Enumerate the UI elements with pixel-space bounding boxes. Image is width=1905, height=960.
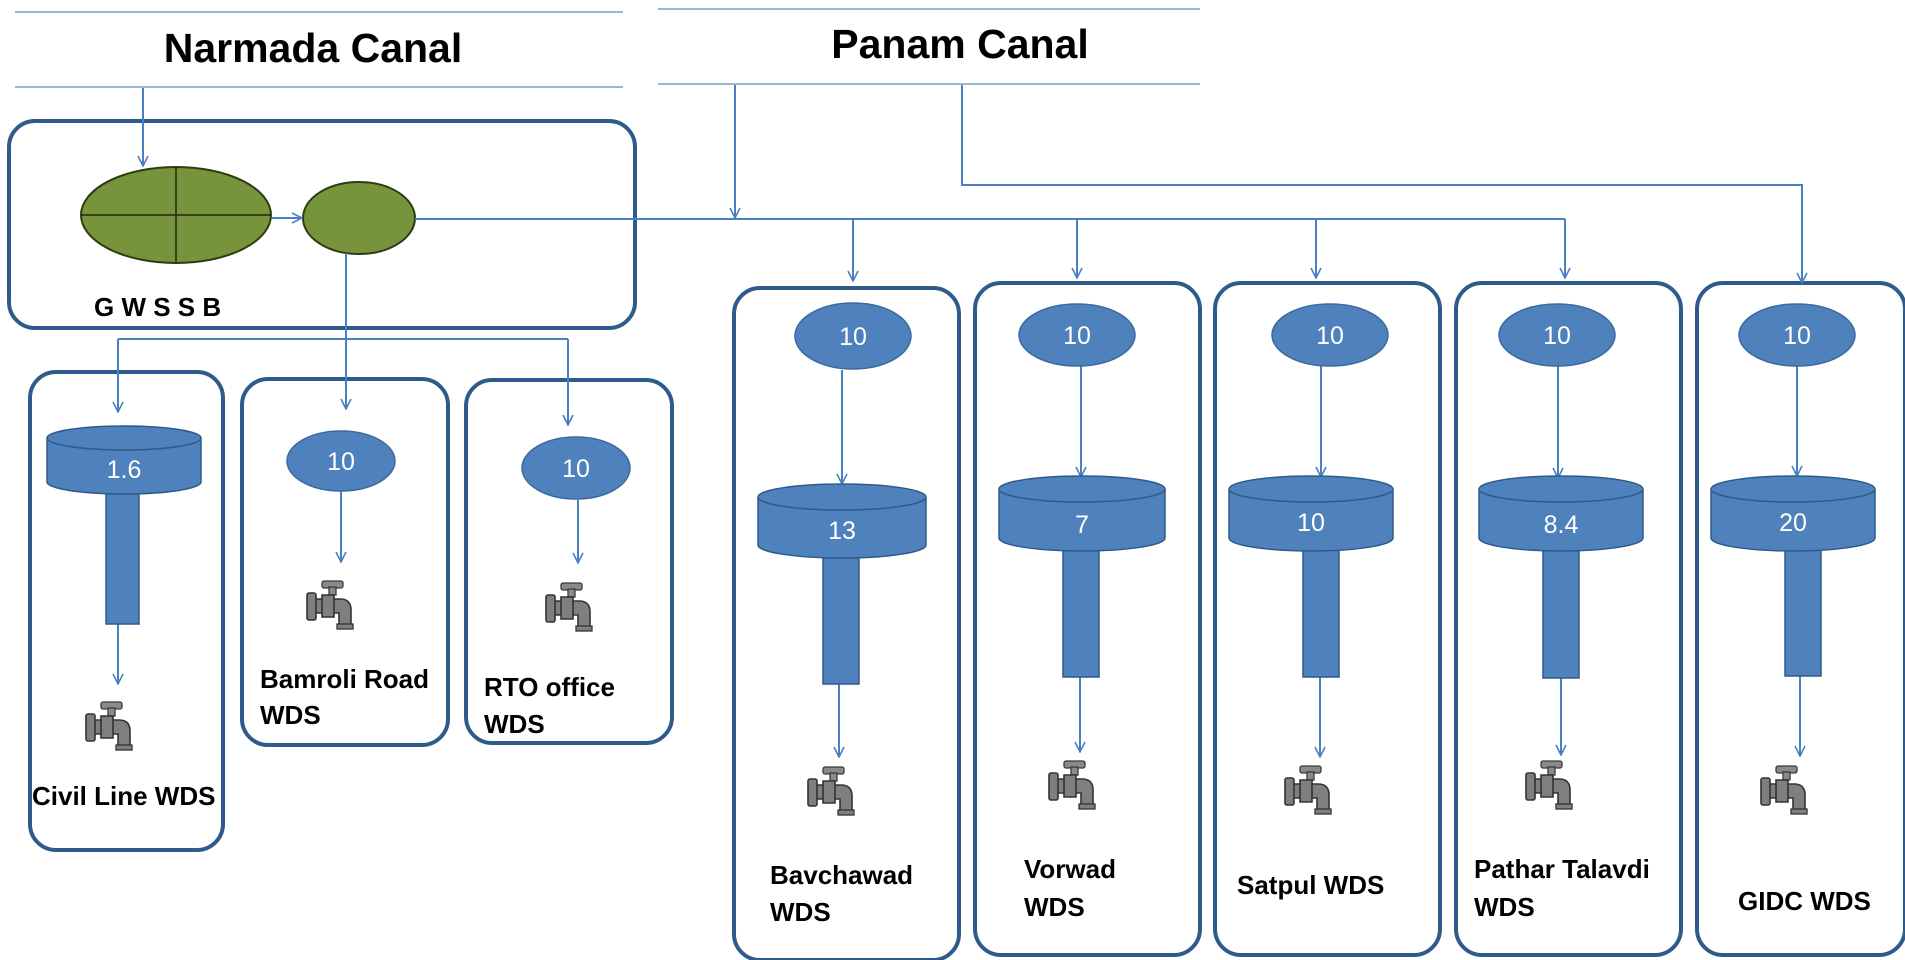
elevated-tank-icon: 20: [1710, 475, 1876, 677]
pipe-network: [118, 85, 1802, 757]
vorwad-label-line2: WDS: [1024, 892, 1085, 922]
bavchawad-label-line2: WDS: [770, 897, 831, 927]
gidc-station: 10 20 GIDC WDS: [1710, 303, 1876, 916]
elevated-tank-icon: 7: [998, 475, 1166, 678]
gidc-label: GIDC WDS: [1738, 886, 1871, 916]
satpul-station: 10 10 Satpul WDS: [1228, 303, 1394, 900]
bamroli-label-line2: WDS: [260, 700, 321, 730]
rto-office-station: 10 RTO office WDS: [484, 436, 631, 739]
civil-line-tank-value: 1.6: [107, 456, 142, 484]
civil-line-label: Civil Line WDS: [32, 781, 215, 811]
sump-oval-icon: [286, 430, 396, 492]
pathar-tank-value: 8.4: [1544, 511, 1579, 539]
gidc-tank-value: 20: [1779, 509, 1807, 537]
sump-oval-icon: [521, 436, 631, 500]
elevated-tank-icon: 13: [757, 483, 927, 685]
bamroli-sump-value: 10: [327, 448, 355, 476]
treatment-plant-icon: [80, 166, 272, 264]
satpul-sump-value: 10: [1316, 322, 1344, 350]
civil-line-station: 1.6 Civil Line WDS: [32, 425, 215, 811]
pathar-label-line1: Pathar Talavdi: [1474, 854, 1650, 884]
pathar-label-line2: WDS: [1474, 892, 1535, 922]
vorwad-sump-value: 10: [1063, 322, 1091, 350]
pathar-sump-value: 10: [1543, 322, 1571, 350]
gidc-sump-value: 10: [1783, 322, 1811, 350]
narmada-canal-title: Narmada Canal: [164, 25, 463, 71]
sump-oval-icon: [1018, 303, 1136, 367]
rto-label-line2: WDS: [484, 709, 545, 739]
bavchawad-station: 10 13 Bavchawad WDS: [757, 302, 927, 927]
satpul-label: Satpul WDS: [1237, 870, 1384, 900]
narmada-canal-header: Narmada Canal: [15, 11, 623, 88]
sump-oval-icon: [1498, 303, 1616, 367]
satpul-tank-value: 10: [1297, 509, 1325, 537]
sump-oval-icon: [1271, 303, 1389, 367]
elevated-tank-icon: 10: [1228, 475, 1394, 678]
bavchawad-label-line1: Bavchawad: [770, 860, 913, 890]
vorwad-tank-value: 7: [1075, 511, 1089, 539]
bavchawad-sump-value: 10: [839, 323, 867, 351]
elevated-tank-icon: 8.4: [1478, 475, 1644, 679]
bamroli-road-station: 10 Bamroli Road WDS: [260, 430, 429, 730]
clear-water-reservoir-icon: [302, 181, 416, 255]
vorwad-station: 10 7 Vorwad WDS: [998, 303, 1166, 922]
vorwad-label-line1: Vorwad: [1024, 854, 1116, 884]
pathar-talavdi-station: 10 8.4 Pathar Talavdi WDS: [1474, 303, 1650, 922]
sump-oval-icon: [1738, 303, 1856, 367]
sump-oval-icon: [794, 302, 912, 370]
gwssb-label: G W S S B: [94, 292, 221, 322]
elevated-tank-icon: 1.6: [46, 425, 202, 625]
rto-sump-value: 10: [562, 455, 590, 483]
rto-label-line1: RTO office: [484, 672, 615, 702]
panam-canal-title: Panam Canal: [831, 21, 1089, 67]
panam-canal-header: Panam Canal: [658, 8, 1200, 85]
bamroli-label-line1: Bamroli Road: [260, 664, 429, 694]
bavchawad-tank-value: 13: [828, 517, 856, 545]
